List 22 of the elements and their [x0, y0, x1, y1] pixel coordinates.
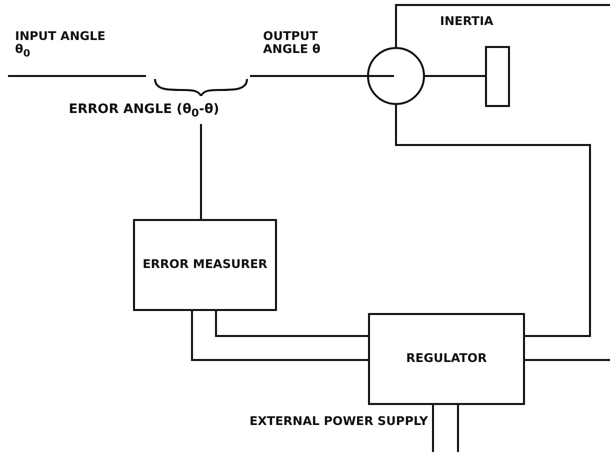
block-label: ERROR MEASURER: [142, 258, 268, 272]
connector-line: [215, 311, 368, 337]
connector-line: [395, 105, 591, 337]
block-box: [133, 219, 277, 311]
connector-line: [525, 359, 610, 361]
error-angle-label: ERROR ANGLE (θ$_{0}$-θ): [68, 102, 220, 120]
connector-line: [250, 75, 367, 77]
power-supply-label: EXTERNAL POWER SUPPLY: [248, 415, 428, 428]
connector-line: [200, 124, 202, 219]
connector-line: [457, 405, 459, 452]
connector-line: [425, 75, 485, 77]
block-box: [368, 313, 525, 405]
inertia-block: [485, 46, 510, 107]
motor-circle: [367, 47, 425, 105]
connector-line: [432, 405, 434, 452]
block-label: REGULATOR: [406, 352, 487, 366]
inertia-label: INERTIA: [440, 15, 494, 28]
input-angle-label: INPUT ANGLE θ$_{0}$: [15, 30, 106, 60]
connector-line: [191, 311, 368, 361]
output-angle-label: OUTPUT ANGLE θ: [263, 30, 322, 56]
connector-line: [8, 75, 146, 77]
connector-line: [395, 4, 610, 47]
